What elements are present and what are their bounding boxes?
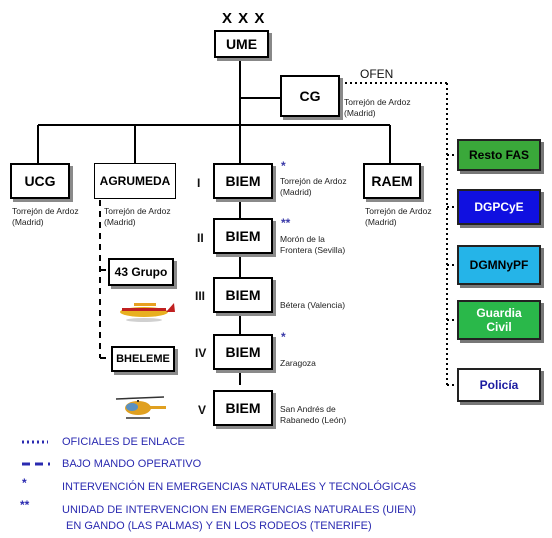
cg-label: CG (299, 88, 321, 104)
biem-roman: V (198, 403, 207, 417)
legend-enlace: OFICIALES DE ENLACE (62, 436, 185, 448)
biem-location: San Andrés de Rabanedo (León) (280, 404, 347, 425)
legend-star1-text: INTERVENCIÓN EN EMERGENCIAS NATURALES Y … (62, 481, 417, 493)
legend-operativo: BAJO MANDO OPERATIVO (62, 458, 202, 470)
biem-roman: IV (195, 346, 207, 360)
biem-location: Zaragoza (280, 358, 316, 368)
agrumeda-location: Torrejón de Ardoz (Madrid) (104, 206, 171, 227)
cg-box[interactable]: CG (280, 75, 340, 117)
ume-label: UME (225, 36, 258, 52)
biem-label: BIEM (225, 287, 261, 303)
legend-star2-symbol: ** (20, 498, 30, 512)
agrumeda-box[interactable]: AGRUMEDA (94, 163, 176, 199)
biem-mark: * (281, 159, 286, 173)
legend-star1-symbol: * (22, 476, 27, 490)
legend-star2-line2: EN GANDO (LAS PALMAS) Y EN LOS RODEOS (T… (66, 520, 372, 532)
grupo-43-label: 43 Grupo (114, 265, 168, 279)
biem-label: BIEM (225, 173, 261, 189)
biem-roman: III (195, 289, 206, 303)
agency-box[interactable]: Resto FAS (457, 139, 541, 171)
biem-label: BIEM (225, 228, 261, 244)
ucg-location: Torrejón de Ardoz (Madrid) (12, 206, 79, 227)
biem-roman: II (197, 231, 204, 245)
biem-box[interactable]: BIEM (213, 277, 273, 313)
grupo-43-box[interactable]: 43 Grupo (108, 258, 174, 286)
helicopter-icon (115, 396, 166, 419)
legend-star2-line1: UNIDAD DE INTERVENCION EN EMERGENCIAS NA… (62, 504, 417, 516)
biem-location: Morón de la Frontera (Sevilla) (280, 234, 346, 255)
raem-label: RAEM (371, 173, 413, 189)
biem-label: BIEM (225, 400, 261, 416)
raem-location: Torrejón de Ardoz (Madrid) (365, 206, 432, 227)
biem-location: Bétera (Valencia) (280, 300, 346, 310)
biem-mark: ** (281, 216, 291, 230)
cg-location: Torrejón de Ardoz (Madrid) (344, 97, 411, 118)
command-rank-marks: X X X (222, 10, 266, 27)
ume-box[interactable]: UME (214, 30, 269, 58)
biem-box[interactable]: BIEM (213, 390, 273, 426)
ucg-label: UCG (24, 173, 56, 189)
agrumeda-label: AGRUMEDA (99, 174, 171, 188)
biem-location: Torrejón de Ardoz (Madrid) (280, 176, 347, 197)
biem-box[interactable]: BIEM (213, 334, 273, 370)
agency-box[interactable]: DGMNyPF (457, 245, 541, 285)
seaplane-icon (120, 303, 175, 322)
biem-box[interactable]: BIEM (213, 163, 273, 199)
biem-box[interactable]: BIEM (213, 218, 273, 254)
biem-roman: I (197, 176, 201, 190)
bheleme-box[interactable]: BHELEME (111, 346, 175, 372)
ucg-box[interactable]: UCG (10, 163, 70, 199)
ofen-label: OFEN (360, 67, 394, 81)
raem-box[interactable]: RAEM (363, 163, 421, 199)
biem-mark: * (281, 330, 286, 344)
biem-label: BIEM (225, 344, 261, 360)
bheleme-label: BHELEME (116, 353, 170, 365)
agency-box[interactable]: Policía (457, 368, 541, 402)
agency-box[interactable]: Guardia Civil (457, 300, 541, 340)
agency-box[interactable]: DGPCyE (457, 189, 541, 225)
